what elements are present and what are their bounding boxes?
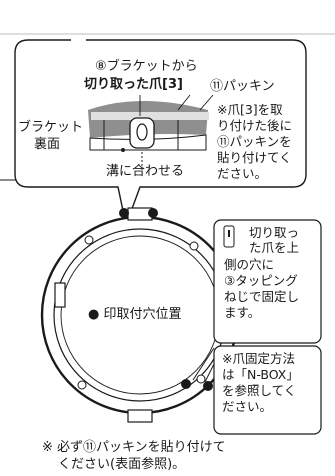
bracket-back-label-line1: ブラケット	[18, 120, 84, 135]
packing-label: ⑪パッキン	[210, 79, 275, 94]
method-line-2: は「N-BOX」	[222, 367, 299, 382]
instruction-line-2: り付けた後に	[217, 118, 293, 133]
bracket-claw-label-line1: ⑧ブラケットから	[95, 59, 198, 74]
instruction-line-3: ⑪パッキンを	[217, 134, 292, 149]
footer-note-line-2: ください(表面参照)。	[58, 457, 186, 472]
instruction-line-4: 貼り付けてく	[217, 150, 292, 165]
claw-fix-box	[213, 219, 322, 344]
instruction-line-5: ださい。	[217, 166, 268, 181]
bracket-back-label-line2: 裏面	[34, 137, 61, 152]
claw-fix-line-5: ねじで固定し	[224, 289, 300, 304]
bracket-detail	[88, 94, 214, 170]
claw-fix-line-2: た爪を上	[249, 240, 300, 255]
footer-note-line-1: ※ 必ず⑪パッキンを貼り付けて	[42, 440, 226, 455]
method-line-1: ※爪固定方法	[222, 351, 295, 366]
method-line-3: を参照してく	[222, 383, 297, 398]
claw-fix-line-1: 切り取っ	[249, 225, 300, 240]
mount-hole-label: ● 印取付穴位置	[88, 307, 182, 322]
method-box	[213, 345, 322, 435]
groove-label: 溝に合わせる	[106, 164, 185, 179]
claw-fix-line-6: ます。	[224, 305, 261, 320]
method-line-4: ださい。	[222, 399, 273, 414]
bracket-claw-label-line2: 切り取った爪[3]	[84, 77, 183, 92]
instruction-line-1: ※爪[3]を取	[217, 102, 283, 117]
claw-fix-line-4: ③タッピング	[224, 273, 298, 288]
claw-fix-line-3: 側の穴に	[224, 257, 275, 272]
